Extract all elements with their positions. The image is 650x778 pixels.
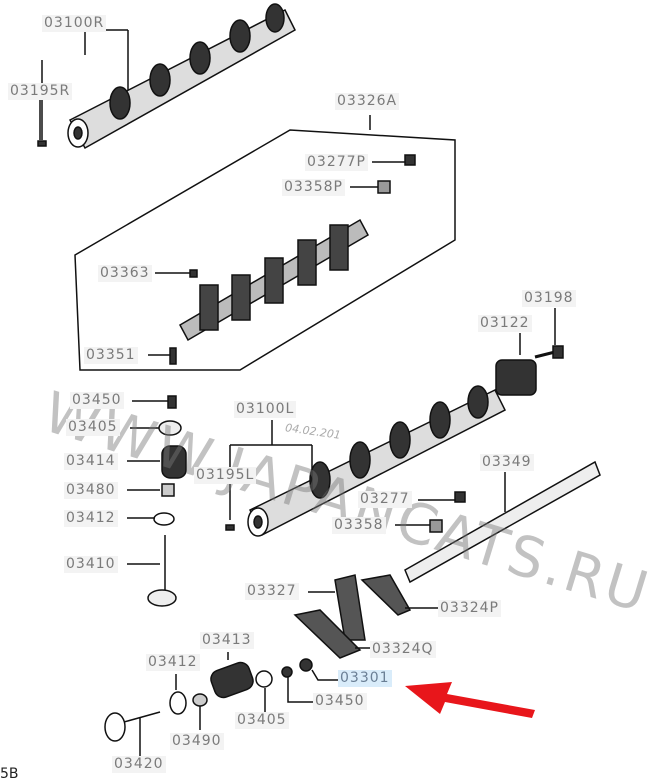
part-label[interactable]: 03277 xyxy=(358,491,412,508)
camshaft-r-icon xyxy=(67,3,296,150)
part-label[interactable]: 03413 xyxy=(200,632,254,649)
part-label[interactable]: 03324Q xyxy=(370,641,436,658)
corner-text: 5B xyxy=(0,766,19,778)
part-label[interactable]: 03363 xyxy=(98,265,152,282)
part-label[interactable]: 03420 xyxy=(112,756,166,773)
part-label[interactable]: 03349 xyxy=(480,454,534,471)
part-label[interactable]: 03450 xyxy=(70,392,124,409)
part-label[interactable]: 03122 xyxy=(478,315,532,332)
rocker-shaft-assy-icon xyxy=(178,218,370,342)
part-label[interactable]: 03277P xyxy=(305,154,368,171)
part-label[interactable]: 03450 xyxy=(313,693,367,710)
part-label[interactable]: 03490 xyxy=(170,733,224,750)
part-label[interactable]: 03414 xyxy=(64,453,118,470)
part-label[interactable]: 03480 xyxy=(64,482,118,499)
part-label[interactable]: 03351 xyxy=(84,347,138,364)
part-label[interactable]: 03100R xyxy=(42,15,107,32)
part-label[interactable]: 03100L xyxy=(234,401,297,418)
part-label[interactable]: 03405 xyxy=(66,419,120,436)
part-label[interactable]: 03410 xyxy=(64,556,118,573)
part-label-highlighted[interactable]: 03301 xyxy=(338,670,392,687)
red-arrow-icon xyxy=(405,682,535,718)
part-label[interactable]: 03412 xyxy=(146,654,200,671)
part-label[interactable]: 03195R xyxy=(8,83,73,100)
part-label[interactable]: 03405 xyxy=(235,712,289,729)
part-label[interactable]: 03195L xyxy=(194,467,257,484)
part-label[interactable]: 03358 xyxy=(332,517,386,534)
part-label[interactable]: 03327 xyxy=(245,583,299,600)
part-label[interactable]: 03324P xyxy=(438,600,501,617)
part-label[interactable]: 03326A xyxy=(335,93,400,110)
part-label[interactable]: 03198 xyxy=(522,290,576,307)
camshaft-l-icon xyxy=(247,385,507,537)
part-label[interactable]: 03412 xyxy=(64,510,118,527)
part-label[interactable]: 03358P xyxy=(282,179,345,196)
